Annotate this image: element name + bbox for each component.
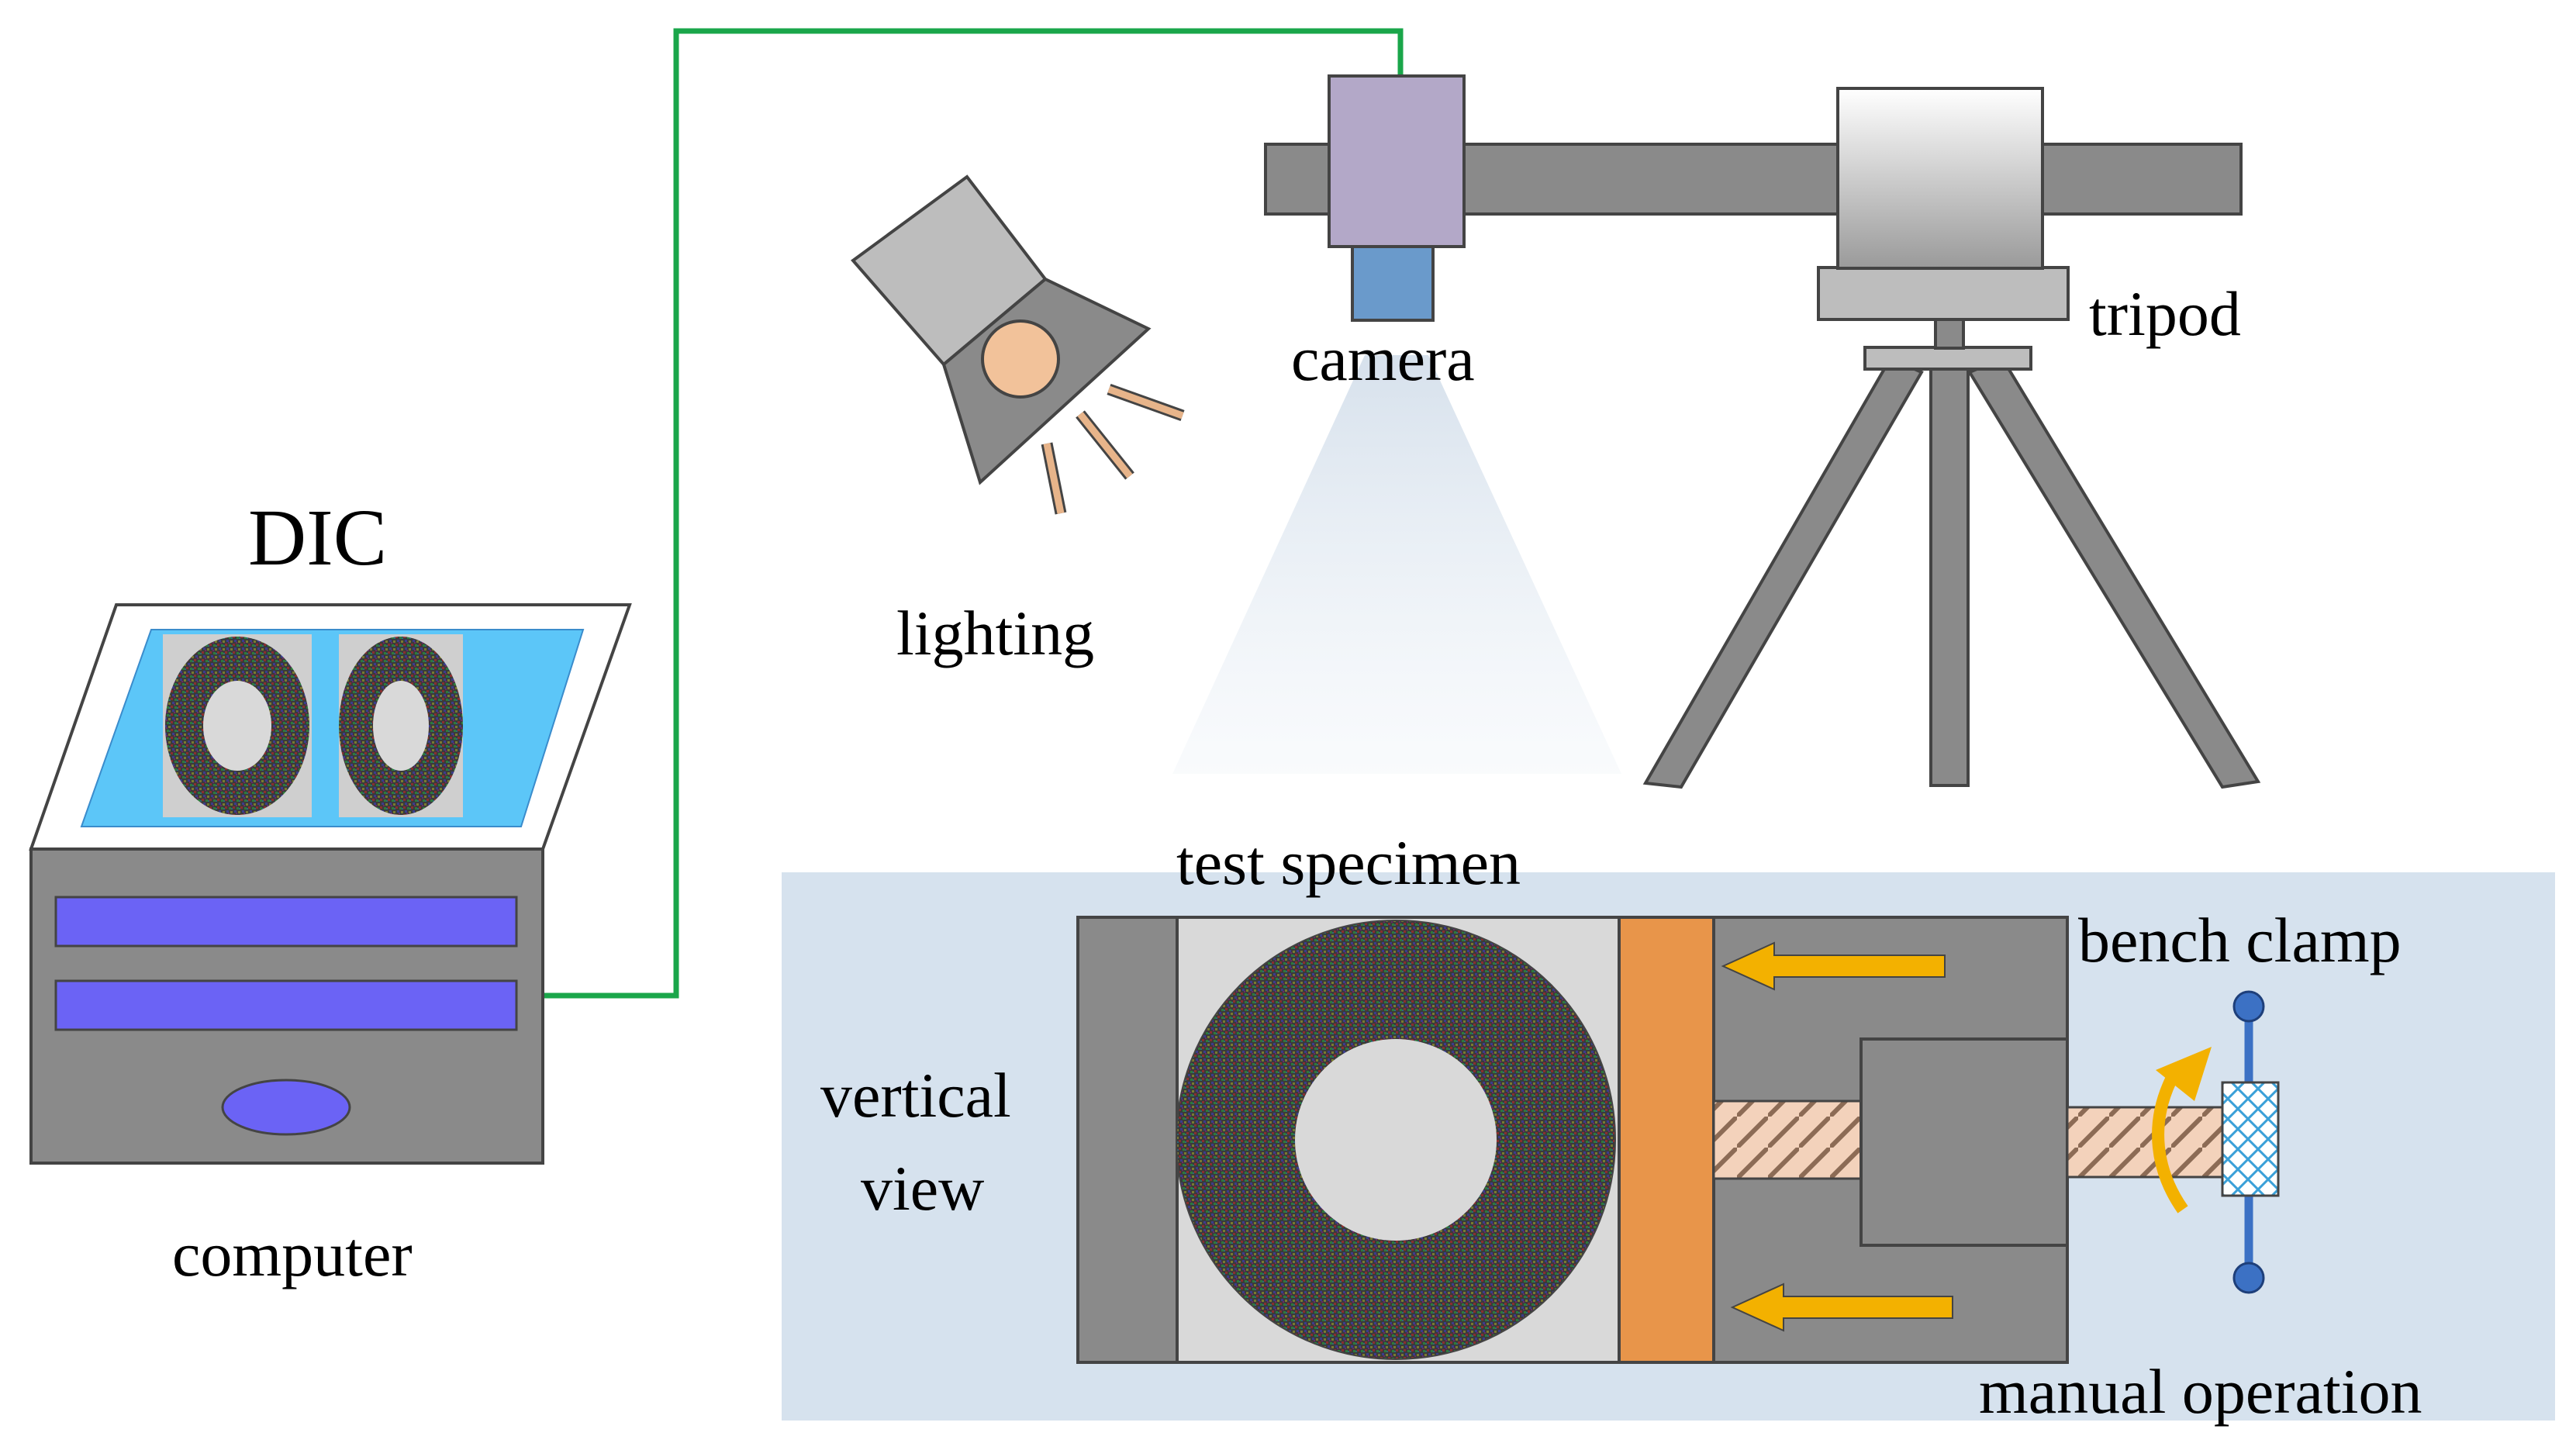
- label-lighting: lighting: [896, 598, 1094, 668]
- lead-screw-inner: [1712, 1100, 1863, 1180]
- clamp-force-arrow-bottom: [1730, 1282, 1953, 1332]
- monitor-screen: [80, 629, 585, 827]
- handle-grip[interactable]: [2221, 1081, 2280, 1197]
- tripod-neck: [1934, 317, 1965, 350]
- drive-slot-top: [54, 896, 518, 948]
- label-vertical: vertical: [820, 1060, 1011, 1131]
- label-test-specimen: test specimen: [1176, 827, 1521, 898]
- camera-lens: [1351, 245, 1435, 322]
- tripod: [1642, 266, 2261, 789]
- clamp-force-arrow-top: [1721, 941, 1946, 991]
- camera: [1328, 74, 1466, 322]
- computer: [29, 603, 632, 1165]
- tripod-plate: [1863, 346, 2032, 371]
- handle-knob-top[interactable]: [2232, 990, 2265, 1023]
- clamp-slider-block: [1859, 1037, 2069, 1247]
- label-computer: computer: [172, 1219, 413, 1289]
- light-ray-2-fill: [1077, 412, 1133, 478]
- camera-field-of-view: [1172, 355, 1621, 774]
- clamp-fixed-jaw: [1076, 916, 1179, 1364]
- label-tripod: tripod: [2089, 278, 2241, 349]
- tripod-leg-right: [1967, 356, 2261, 789]
- rotation-arrow-icon: [2152, 1076, 2188, 1213]
- label-manual-operation: manual operation: [1979, 1356, 2422, 1427]
- lead-screw-outer: [2066, 1106, 2224, 1179]
- power-button: [221, 1079, 351, 1136]
- tripod-head: [1836, 87, 2044, 270]
- handle-knob-bottom[interactable]: [2232, 1262, 2265, 1294]
- clamp-handle[interactable]: [2221, 990, 2280, 1294]
- pressure-plate: [1618, 916, 1715, 1364]
- tripod-leg-left: [1642, 356, 1924, 789]
- light-ray-1-fill: [1043, 443, 1065, 514]
- screen-specimen-image-left: [163, 634, 312, 817]
- tripod-leg-center: [1929, 351, 1970, 787]
- light-ray-3-fill: [1107, 385, 1184, 419]
- tripod-base: [1817, 266, 2070, 321]
- label-view: view: [861, 1153, 984, 1224]
- rotation-arrow-head: [2156, 1047, 2212, 1101]
- label-camera: camera: [1291, 323, 1475, 394]
- lamp-bulb: [981, 319, 1060, 399]
- test-specimen-hole: [1295, 1039, 1497, 1241]
- lighting-lamp: [851, 174, 1185, 515]
- label-dic: DIC: [248, 493, 387, 582]
- camera-body: [1328, 74, 1466, 248]
- bench-clamp: [1076, 916, 2280, 1364]
- camera-cable: [543, 28, 1404, 999]
- screen-specimen-image-right: [339, 634, 463, 817]
- label-bench-clamp: bench clamp: [2078, 905, 2402, 975]
- drive-slot-bottom: [54, 979, 518, 1031]
